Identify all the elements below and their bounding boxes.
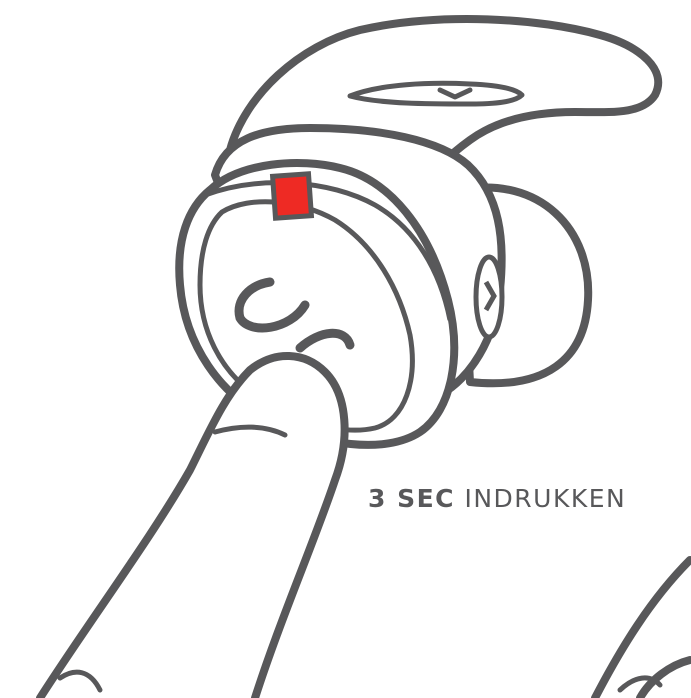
side-button (476, 257, 502, 337)
duration-label: 3 SEC (368, 484, 455, 513)
red-led-indicator (273, 174, 312, 218)
action-label: INDRUKKEN (464, 484, 626, 513)
press-instruction: 3 SEC INDRUKKEN (368, 486, 626, 511)
finger-pressing (40, 356, 345, 698)
